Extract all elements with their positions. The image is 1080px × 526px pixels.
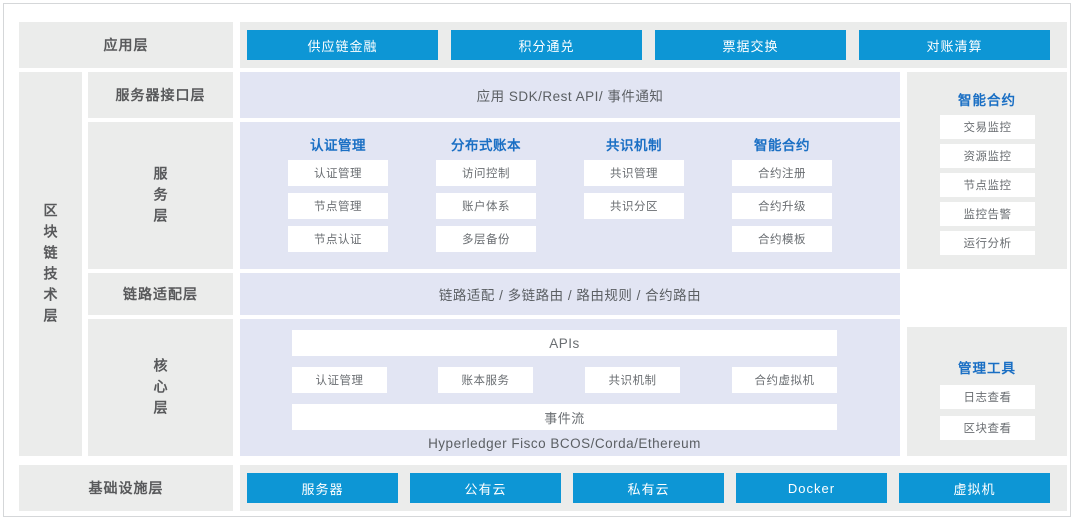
app-item-label: 供应链金融 <box>307 38 378 54</box>
side-panel-item-monitoring-alert[interactable]: 监控告警 <box>940 202 1035 226</box>
side-panel-title-smart-contract: 智能合约 <box>958 93 1016 108</box>
app-item-bill-exchange[interactable]: 票据交换 <box>655 30 846 60</box>
service-group-title-auth: 认证管理 <box>310 138 366 153</box>
service-card-contract-1[interactable]: 合约升级 <box>732 193 832 219</box>
application-layer-items-row: 供应链金融 积分通兑 票据交换 对账清算 <box>240 22 1067 68</box>
chain-adapter-layer-label: 链路适配层 <box>123 286 198 302</box>
core-module-consensus[interactable]: 共识机制 <box>585 367 680 393</box>
chain-adapter-layer-band: 链路适配 / 多链路由 / 路由规则 / 合约路由 <box>240 273 900 315</box>
core-module-ledger-service[interactable]: 账本服务 <box>438 367 533 393</box>
blockchain-tech-layer-label-box: 区块链技术层 <box>19 72 82 456</box>
service-card-ledger-0[interactable]: 访问控制 <box>436 160 536 186</box>
infrastructure-layer-label-box: 基础设施层 <box>19 465 233 511</box>
app-item-label: 积分通兑 <box>518 38 575 54</box>
app-item-reconciliation-settlement[interactable]: 对账清算 <box>859 30 1050 60</box>
infra-item-label: 服务器 <box>301 481 344 497</box>
infrastructure-layer-label: 基础设施层 <box>88 480 164 496</box>
core-layer-label-box: 核心层 <box>88 319 233 456</box>
side-panel-title-management-tools: 管理工具 <box>958 361 1016 376</box>
infra-item-label: 私有云 <box>627 481 670 497</box>
application-layer-label-box: 应用层 <box>19 22 233 68</box>
side-panel-management-tools: 管理工具 日志查看 区块查看 <box>907 327 1067 456</box>
side-panel-smart-contract: 智能合约 交易监控 资源监控 节点监控 监控告警 运行分析 <box>907 72 1067 269</box>
blockchain-tech-layer-label: 区块链技术层 <box>42 203 59 329</box>
service-card-consensus-0[interactable]: 共识管理 <box>584 160 684 186</box>
service-card-contract-2[interactable]: 合约模板 <box>732 226 832 252</box>
infra-item-server[interactable]: 服务器 <box>247 473 398 503</box>
application-layer-label: 应用层 <box>103 37 149 53</box>
service-card-contract-0[interactable]: 合约注册 <box>732 160 832 186</box>
infrastructure-layer-items-row: 服务器 公有云 私有云 Docker 虚拟机 <box>240 465 1067 511</box>
service-card-auth-2[interactable]: 节点认证 <box>288 226 388 252</box>
core-layer-content: APIs 认证管理 账本服务 共识机制 合约虚拟机 事件流 Hyperledge… <box>240 319 900 456</box>
infra-item-docker[interactable]: Docker <box>736 473 887 503</box>
server-interface-band-text: 应用 SDK/Rest API/ 事件通知 <box>476 89 664 104</box>
server-interface-layer-label-box: 服务器接口层 <box>88 72 233 118</box>
chain-adapter-band-text: 链路适配 / 多链路由 / 路由规则 / 合约路由 <box>438 288 702 303</box>
app-item-supply-chain-finance[interactable]: 供应链金融 <box>247 30 438 60</box>
service-layer-label-box: 服务层 <box>88 122 233 269</box>
service-layer-label: 服务层 <box>152 166 169 229</box>
infra-item-private-cloud[interactable]: 私有云 <box>573 473 724 503</box>
app-item-label: 对账清算 <box>926 38 983 54</box>
infra-item-label: 公有云 <box>464 481 507 497</box>
service-card-ledger-1[interactable]: 账户体系 <box>436 193 536 219</box>
server-interface-layer-band: 应用 SDK/Rest API/ 事件通知 <box>240 72 900 118</box>
infra-item-public-cloud[interactable]: 公有云 <box>410 473 561 503</box>
side-panel-item-runtime-analysis[interactable]: 运行分析 <box>940 231 1035 255</box>
core-platforms-text: Hyperledger Fisco BCOS/Corda/Ethereum <box>428 435 701 451</box>
infra-item-label: Docker <box>787 480 836 496</box>
side-panel-item-block-view[interactable]: 区块查看 <box>940 416 1035 440</box>
service-card-consensus-1[interactable]: 共识分区 <box>584 193 684 219</box>
service-card-auth-1[interactable]: 节点管理 <box>288 193 388 219</box>
diagram-frame: 应用层 供应链金融 积分通兑 票据交换 对账清算 区块链技术层 服务器接口层 应… <box>3 3 1071 517</box>
side-panel-item-transaction-monitoring[interactable]: 交易监控 <box>940 115 1035 139</box>
core-module-contract-vm[interactable]: 合约虚拟机 <box>732 367 837 393</box>
core-apis-box[interactable]: APIs <box>292 330 837 356</box>
core-module-auth[interactable]: 认证管理 <box>292 367 387 393</box>
server-interface-layer-label: 服务器接口层 <box>115 87 206 103</box>
core-platforms-text-box: Hyperledger Fisco BCOS/Corda/Ethereum <box>292 432 837 454</box>
service-layer-content: 认证管理 认证管理 节点管理 节点认证 分布式账本 访问控制 账户体系 多层备份… <box>240 122 900 269</box>
side-panel-item-node-monitoring[interactable]: 节点监控 <box>940 173 1035 197</box>
app-item-label: 票据交换 <box>722 38 779 54</box>
service-card-ledger-2[interactable]: 多层备份 <box>436 226 536 252</box>
service-group-title-ledger: 分布式账本 <box>451 138 521 153</box>
side-panel-item-resource-monitoring[interactable]: 资源监控 <box>940 144 1035 168</box>
app-item-points-exchange[interactable]: 积分通兑 <box>451 30 642 60</box>
service-card-auth-0[interactable]: 认证管理 <box>288 160 388 186</box>
service-group-title-consensus: 共识机制 <box>606 138 662 153</box>
service-group-title-contract: 智能合约 <box>754 138 810 153</box>
chain-adapter-layer-label-box: 链路适配层 <box>88 273 233 315</box>
core-event-stream-box[interactable]: 事件流 <box>292 404 837 430</box>
side-panel-item-log-view[interactable]: 日志查看 <box>940 385 1035 409</box>
infra-item-label: 虚拟机 <box>953 481 996 497</box>
core-layer-label: 核心层 <box>152 358 169 421</box>
infra-item-virtual-machine[interactable]: 虚拟机 <box>899 473 1050 503</box>
